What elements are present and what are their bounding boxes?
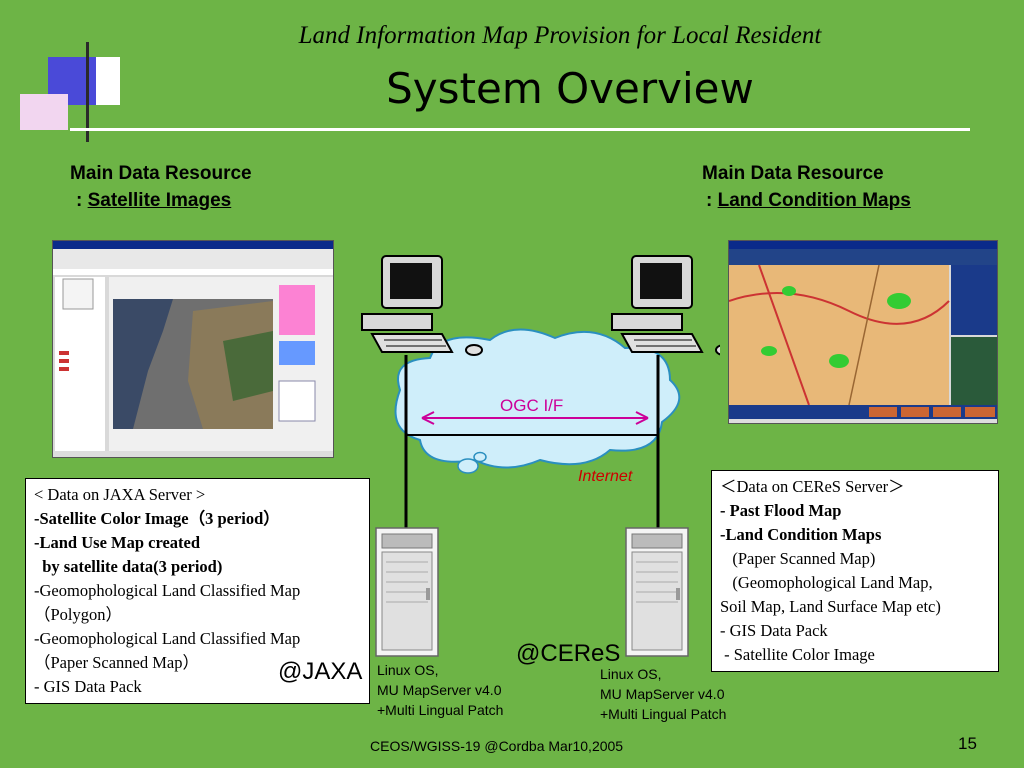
jaxa-line-0: < Data on JAXA Server > (34, 485, 206, 504)
ceres-line-7: - Satellite Color Image (720, 645, 875, 664)
ceres-tag: @CEReS (516, 640, 621, 667)
jaxa-line-3: by satellite data(3 period) (34, 557, 223, 576)
jaxa-line-2: -Land Use Map created (34, 533, 201, 552)
internet-cloud (394, 328, 681, 474)
jaxa-line-5: （Polygon） (34, 605, 123, 624)
server-icon-right (625, 527, 689, 657)
left-resource-line1: Main Data Resource (70, 163, 252, 184)
title-underline (70, 128, 970, 131)
ceres-line-1: - Past Flood Map (720, 501, 842, 520)
computer-icon-right (611, 255, 720, 356)
page-number: 15 (958, 734, 977, 753)
ceres-line-5: Soil Map, Land Surface Map etc) (720, 597, 941, 616)
decor-square-pink (20, 94, 68, 130)
ogc-arrow (421, 411, 649, 425)
jaxa-tag: @JAXA (278, 658, 363, 685)
server-left-line-1: MU MapServer v4.0 (377, 682, 502, 698)
jaxa-data-box: < Data on JAXA Server > -Satellite Color… (25, 478, 370, 704)
land-condition-map-image (729, 241, 997, 423)
left-resource-prefix: : (76, 190, 88, 211)
footer-text: CEOS/WGISS-19 @Cordba Mar10,2005 (370, 738, 624, 754)
satellite-viewer-screenshot (52, 240, 334, 458)
jaxa-line-6: -Geomophological Land Classified Map (34, 629, 301, 648)
ceres-line-6: - GIS Data Pack (720, 621, 828, 640)
server-right-line-1: MU MapServer v4.0 (600, 686, 725, 702)
jaxa-line-4: -Geomophological Land Classified Map (34, 581, 301, 600)
internet-label: Internet (578, 468, 633, 485)
right-resource-prefix: : (706, 190, 718, 211)
server-left-line-0: Linux OS, (377, 662, 439, 678)
server-left-line-2: +Multi Lingual Patch (377, 702, 504, 718)
jaxa-line-1: -Satellite Color Image（3 period） (34, 509, 280, 528)
decor-vertical-line (86, 42, 89, 142)
satellite-viewer-image (53, 241, 333, 457)
ceres-line-0: ＜Data on CEReS Server＞ (720, 477, 905, 496)
land-condition-map-screenshot (728, 240, 998, 424)
server-right-line-0: Linux OS, (600, 666, 662, 682)
right-resource-link: Land Condition Maps (717, 190, 911, 211)
subtitle: Land Information Map Provision for Local… (298, 22, 822, 49)
left-resource-link: Satellite Images (87, 190, 232, 211)
ogc-label: OGC I/F (500, 396, 564, 415)
server-right-specs: Linux OS, MU MapServer v4.0 +Multi Lingu… (600, 664, 726, 724)
decor-square-white (96, 57, 120, 105)
page-title: System Overview (386, 64, 754, 113)
jaxa-line-8: - GIS Data Pack (34, 677, 142, 696)
ceres-data-box: ＜Data on CEReS Server＞ - Past Flood Map … (711, 470, 999, 672)
server-left-specs: Linux OS, MU MapServer v4.0 +Multi Lingu… (377, 660, 503, 720)
right-resource-line1: Main Data Resource (702, 163, 884, 184)
jaxa-line-7: （Paper Scanned Map） (34, 653, 199, 672)
network-diagram (361, 255, 720, 657)
computer-icon-left (361, 255, 483, 356)
left-resource-header: Main Data Resource : Satellite Images (70, 160, 252, 214)
right-resource-header: Main Data Resource : Land Condition Maps (702, 160, 911, 214)
ceres-line-3: (Paper Scanned Map) (720, 549, 876, 568)
ceres-line-2: -Land Condition Maps (720, 525, 882, 544)
ceres-line-4: (Geomophological Land Map, (720, 573, 933, 592)
server-right-line-2: +Multi Lingual Patch (600, 706, 727, 722)
server-icon-left (375, 527, 439, 657)
